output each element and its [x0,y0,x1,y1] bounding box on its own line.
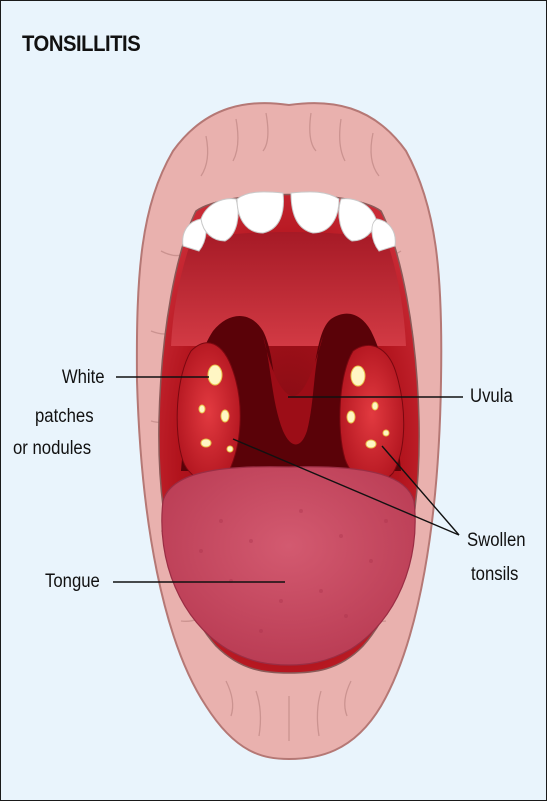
label-white-line1: White [62,366,105,390]
nodule [383,430,389,436]
nodule [372,402,378,410]
palate [171,232,406,346]
label-white-line3: or nodules [13,437,91,461]
nodule [201,439,211,447]
nodule [366,440,376,448]
nodule [351,366,365,386]
label-tongue: Tongue [45,570,100,594]
label-swollen-line1: Swollen [467,529,526,553]
nodule [199,405,205,413]
nodule [221,410,229,422]
label-swollen-line2: tonsils [471,563,518,587]
nodule [347,411,355,423]
diagram-title: TONSILLITIS [22,31,140,57]
nodule [208,365,222,385]
nodule [227,446,233,452]
label-white-line2: patches [35,405,94,429]
label-uvula: Uvula [470,385,513,409]
